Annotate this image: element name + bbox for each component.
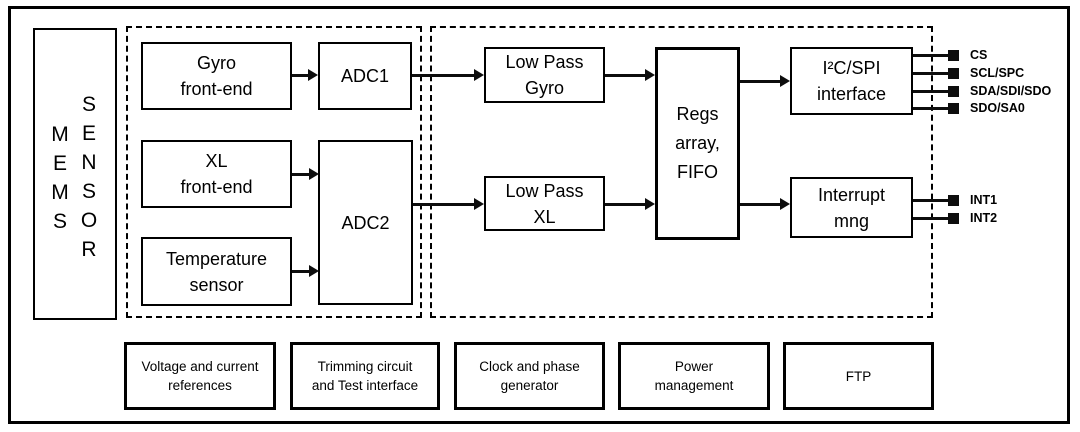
pin-line-scl-spc bbox=[913, 71, 949, 75]
sensor-vertical-label: S E N S O R bbox=[80, 93, 98, 261]
pin-square-int2 bbox=[948, 212, 959, 224]
arrow-lpgyro-to-regs bbox=[605, 73, 645, 77]
pin-line-int2 bbox=[913, 216, 949, 220]
pin-label-scl-spc: SCL/SPC bbox=[970, 66, 1025, 80]
pin-square-sdo-sa0 bbox=[948, 102, 959, 114]
arrow-adc1-to-lpgyro bbox=[412, 73, 474, 77]
pin-label-cs: CS bbox=[970, 48, 988, 62]
regs-array-fifo-block: Regs array, FIFO bbox=[655, 47, 740, 240]
arrow-regs-to-interrupt bbox=[740, 202, 780, 206]
pin-square-int1 bbox=[948, 194, 959, 206]
adc2-block: ADC2 bbox=[318, 140, 413, 305]
trimming-circuit-block: Trimming circuit and Test interface bbox=[290, 342, 440, 410]
pin-square-scl-spc bbox=[948, 67, 959, 79]
pin-square-sda-sdi-sdo bbox=[948, 85, 959, 97]
pin-line-sdo-sa0 bbox=[913, 106, 949, 110]
gyro-front-end-block: Gyro front-end bbox=[141, 42, 292, 110]
pin-line-int1 bbox=[913, 198, 949, 202]
low-pass-xl-block: Low Pass XL bbox=[484, 176, 605, 231]
pin-line-cs bbox=[913, 53, 949, 57]
arrow-lpxl-to-regs bbox=[605, 202, 645, 206]
ftp-block: FTP bbox=[783, 342, 934, 410]
pin-line-sda-sdi-sdo bbox=[913, 89, 949, 93]
xl-front-end-block: XL front-end bbox=[141, 140, 292, 208]
mems-vertical-label: M E M S bbox=[51, 123, 69, 233]
adc1-block: ADC1 bbox=[318, 42, 412, 110]
arrow-gyro-to-adc1 bbox=[292, 73, 308, 77]
arrow-xl-to-adc2 bbox=[292, 172, 309, 176]
pin-label-sdo-sa0: SDO/SA0 bbox=[970, 101, 1025, 115]
pin-label-sda-sdi-sdo: SDA/SDI/SDO bbox=[970, 84, 1052, 98]
low-pass-gyro-block: Low Pass Gyro bbox=[484, 47, 605, 103]
outer-frame bbox=[8, 6, 1070, 424]
interrupt-mng-block: Interrupt mng bbox=[790, 177, 913, 238]
mems-sensor-box: M E M S S E N S O R bbox=[33, 28, 117, 320]
arrow-adc2-to-lpxl bbox=[413, 202, 474, 206]
pin-label-int2: INT2 bbox=[970, 211, 998, 225]
analog-frontend-dashed-group bbox=[126, 26, 422, 318]
pin-label-int1: INT1 bbox=[970, 193, 998, 207]
clock-phase-generator-block: Clock and phase generator bbox=[454, 342, 605, 410]
arrow-temp-to-adc2 bbox=[292, 269, 309, 273]
digital-chain-dashed-group bbox=[430, 26, 933, 318]
power-management-block: Power management bbox=[618, 342, 770, 410]
temperature-sensor-block: Temperature sensor bbox=[141, 237, 292, 306]
arrow-regs-to-i2c bbox=[740, 79, 780, 83]
pin-square-cs bbox=[948, 49, 959, 61]
voltage-current-references-block: Voltage and current references bbox=[124, 342, 276, 410]
i2c-spi-interface-block: I²C/SPI interface bbox=[790, 47, 913, 115]
